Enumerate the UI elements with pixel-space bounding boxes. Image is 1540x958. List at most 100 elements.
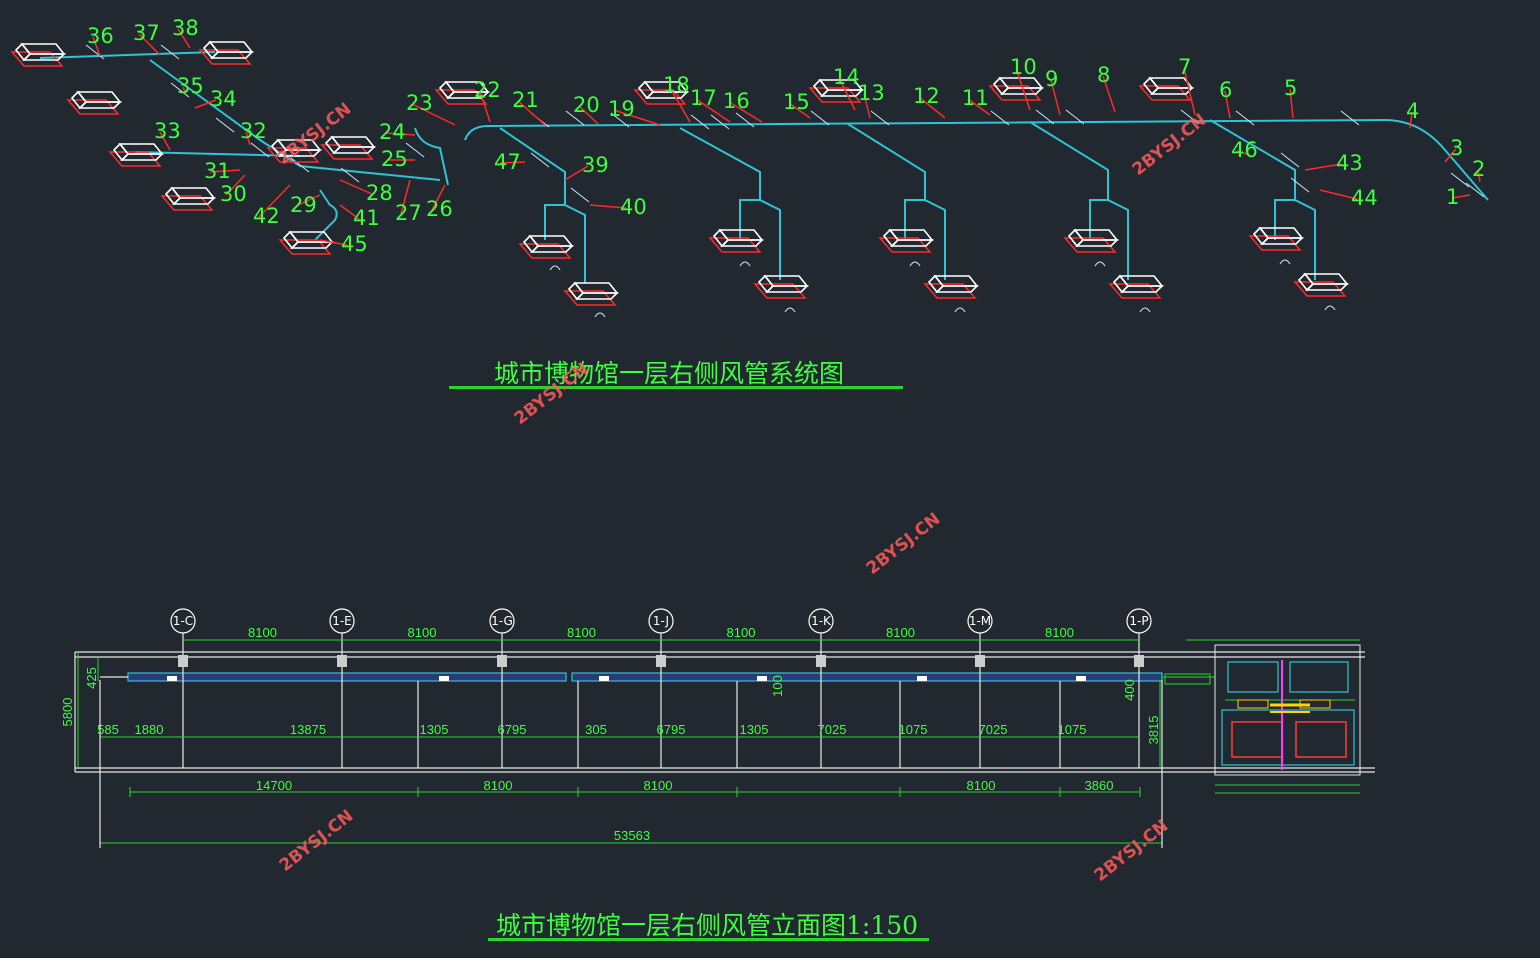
duct-fitting-marks: [85, 44, 1485, 203]
axis-label: 1-C: [173, 614, 193, 628]
dimension-text: 8100: [248, 625, 277, 640]
diffuser-symbol: [909, 261, 921, 267]
component-label: 7: [1178, 55, 1191, 79]
leader-line: [517, 100, 546, 126]
duct-outlet: [917, 676, 927, 681]
diffuser-unit: [198, 40, 254, 65]
fitting-mark: [565, 110, 585, 126]
leader-line: [258, 184, 291, 218]
leader-line: [182, 86, 186, 93]
component-label: 22: [474, 78, 501, 102]
diffuser-unit: [1248, 226, 1304, 251]
ahu-inlet-duct: [1164, 673, 1211, 685]
diffuser-unit: [160, 186, 216, 211]
leader-line: [1444, 148, 1457, 163]
ahu-fan-2: [1295, 721, 1347, 758]
column-head: [178, 655, 188, 667]
dimension-text: 1075: [899, 722, 928, 737]
dimension-text: 425: [84, 667, 99, 689]
air-diffuser-units: [10, 40, 1349, 318]
branch-duct-1: [499, 127, 566, 240]
dimension-text: 100: [770, 675, 785, 697]
diffuser-symbol: [1279, 259, 1291, 265]
leader-line: [1409, 111, 1413, 129]
ahu-box-1: [1227, 661, 1279, 693]
leader-line: [1477, 169, 1481, 183]
component-label: 28: [366, 181, 393, 205]
ahu-fan-1: [1231, 721, 1283, 758]
leader-line: [863, 93, 871, 119]
ahu-coil-1: [1237, 699, 1269, 709]
fitting-mark: [1340, 110, 1360, 126]
component-label: 3: [1450, 136, 1463, 160]
component-label: 47: [494, 150, 521, 174]
axis-label: 1-E: [332, 614, 352, 628]
component-label: 44: [1351, 186, 1378, 210]
leader-line: [564, 165, 589, 181]
dimension-text: 7025: [818, 722, 847, 737]
dimension-text: 3815: [1146, 716, 1161, 745]
component-label: 38: [172, 16, 199, 40]
branch-duct-4: [1029, 121, 1109, 240]
component-label: 26: [426, 197, 453, 221]
branch-29-duct: [314, 189, 338, 241]
diffuser-unit: [10, 42, 66, 67]
component-label: 18: [663, 73, 690, 97]
fitting-mark: [1065, 109, 1085, 125]
dimension-text: 8100: [567, 625, 596, 640]
leader-line: [1102, 75, 1116, 113]
diffuser-unit: [708, 228, 764, 253]
dimension-text: 585: [97, 722, 119, 737]
component-label: 42: [253, 204, 280, 228]
duct-outlet: [167, 676, 177, 681]
component-label: 36: [87, 24, 114, 48]
leader-line: [400, 179, 411, 215]
component-label: 5: [1284, 76, 1297, 100]
axis-label: 1-M: [969, 614, 991, 628]
leader-line: [295, 194, 321, 207]
component-label: 43: [1336, 151, 1363, 175]
main-trunk-duct: [487, 118, 1489, 201]
component-label: 24: [379, 120, 406, 144]
diffuser-unit: [1138, 76, 1194, 101]
dimension-text: 6795: [498, 722, 527, 737]
component-label: 32: [240, 119, 267, 143]
fitting-mark: [1280, 152, 1300, 168]
diffuser-unit: [266, 138, 322, 163]
trunk-bend-left: [464, 125, 489, 141]
leader-line: [613, 109, 661, 126]
leader-line: [319, 239, 348, 246]
leader-line: [339, 204, 360, 220]
fitting-mark: [990, 110, 1010, 126]
diffuser-symbol: [784, 307, 796, 313]
watermark-stamp: 2BYSJ.CN: [276, 806, 358, 876]
branch-duct-5b: [1294, 199, 1316, 280]
component-label: 40: [620, 195, 647, 219]
dimension-text: 3860: [1085, 778, 1114, 793]
dimension-text: 1305: [740, 722, 769, 737]
column-head: [816, 655, 826, 667]
watermark-stamp: 2BYSJ.CN: [1091, 816, 1173, 886]
diffuser-unit: [1293, 272, 1349, 297]
leader-line: [1015, 67, 1031, 111]
leader-line: [578, 105, 599, 125]
fitting-mark: [735, 112, 755, 128]
diffuser-unit: [1108, 274, 1164, 299]
dimension-text: 7025: [979, 722, 1008, 737]
component-label: 6: [1219, 78, 1232, 102]
component-label: 37: [133, 21, 160, 45]
fitting-mark: [530, 152, 550, 168]
upper-left-duct: [39, 51, 216, 59]
branch-duct-2: [679, 127, 761, 240]
left-diagonal-duct: [149, 59, 441, 181]
diffuser-unit: [320, 135, 376, 160]
leader-line: [695, 98, 731, 123]
dimension-text: 14700: [256, 778, 292, 793]
branch-duct-3b: [924, 199, 946, 280]
dimension-text: 305: [585, 722, 607, 737]
component-label: 34: [210, 87, 237, 111]
component-label: 23: [406, 91, 433, 115]
duct-outlet: [757, 676, 767, 681]
